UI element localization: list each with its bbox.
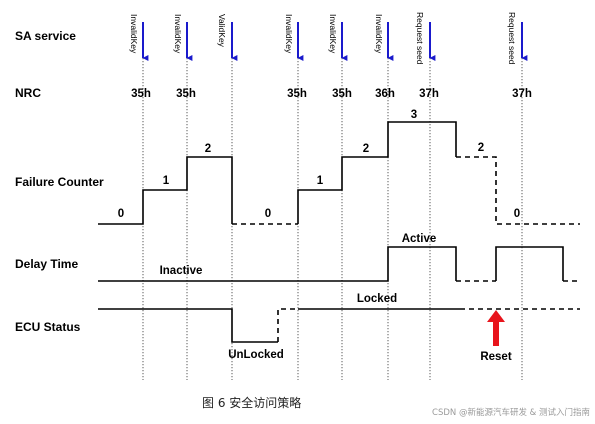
counter-value: 0 (514, 208, 520, 220)
nrc-value: 35h (176, 88, 196, 100)
ecu-trace-dashed (277, 308, 298, 342)
ecu-trace-solid (98, 308, 278, 343)
counter-value: 1 (163, 175, 170, 187)
counter-value: 1 (317, 175, 324, 187)
delay-trace-solid (495, 246, 564, 281)
service-label: InvalidKey (374, 14, 384, 54)
delay-active-label: Active (402, 233, 437, 245)
nrc-value: 37h (512, 88, 532, 100)
counter-trace-solid (98, 156, 233, 225)
reset-arrow-icon (487, 310, 505, 346)
counter-trace-solid (297, 121, 457, 224)
delay-time-waveform: Inactive Active (98, 233, 580, 282)
nrc-value: 36h (375, 88, 395, 100)
counter-value: 2 (478, 142, 484, 154)
row-label-delay-time: Delay Time (15, 257, 78, 271)
sa-service-events: InvalidKey InvalidKey ValidKey InvalidKe… (129, 12, 528, 65)
delay-trace-solid (98, 246, 457, 282)
service-label: InvalidKey (129, 14, 139, 54)
ecu-reset-label: Reset (480, 351, 511, 363)
nrc-value: 35h (287, 88, 307, 100)
service-label: InvalidKey (284, 14, 294, 54)
service-label: ValidKey (217, 14, 227, 48)
service-label: Request seed (415, 12, 425, 65)
delay-inactive-label: Inactive (160, 265, 203, 277)
nrc-value: 35h (332, 88, 352, 100)
figure-caption: 图 6 安全访问策略 (202, 395, 301, 410)
counter-value: 2 (363, 143, 369, 155)
counter-value: 0 (118, 208, 124, 220)
row-label-nrc: NRC (15, 86, 41, 100)
row-label-sa-service: SA service (15, 29, 76, 43)
ecu-status-waveform: Locked UnLocked Reset (98, 293, 580, 363)
nrc-value: 35h (131, 88, 151, 100)
event-guide-lines (142, 55, 523, 380)
nrc-value: 37h (419, 88, 439, 100)
watermark: CSDN @新能源汽车研发 & 测试入门指南 (432, 407, 590, 418)
failure-counter-waveform: 0 1 2 0 1 2 3 2 0 (98, 109, 580, 225)
row-label-failure-counter: Failure Counter (15, 175, 104, 189)
service-label: Request seed (507, 12, 517, 65)
nrc-values: 35h 35h 35h 35h 36h 37h 37h (131, 88, 532, 100)
counter-value: 2 (205, 143, 211, 155)
counter-value: 3 (411, 109, 417, 121)
row-label-ecu-status: ECU Status (15, 320, 81, 334)
service-label: InvalidKey (173, 14, 183, 54)
counter-trace-dashed (456, 156, 580, 225)
service-label: InvalidKey (328, 14, 338, 54)
ecu-locked-label: Locked (357, 293, 397, 305)
counter-value: 0 (265, 208, 271, 220)
ecu-unlocked-label: UnLocked (228, 349, 284, 361)
